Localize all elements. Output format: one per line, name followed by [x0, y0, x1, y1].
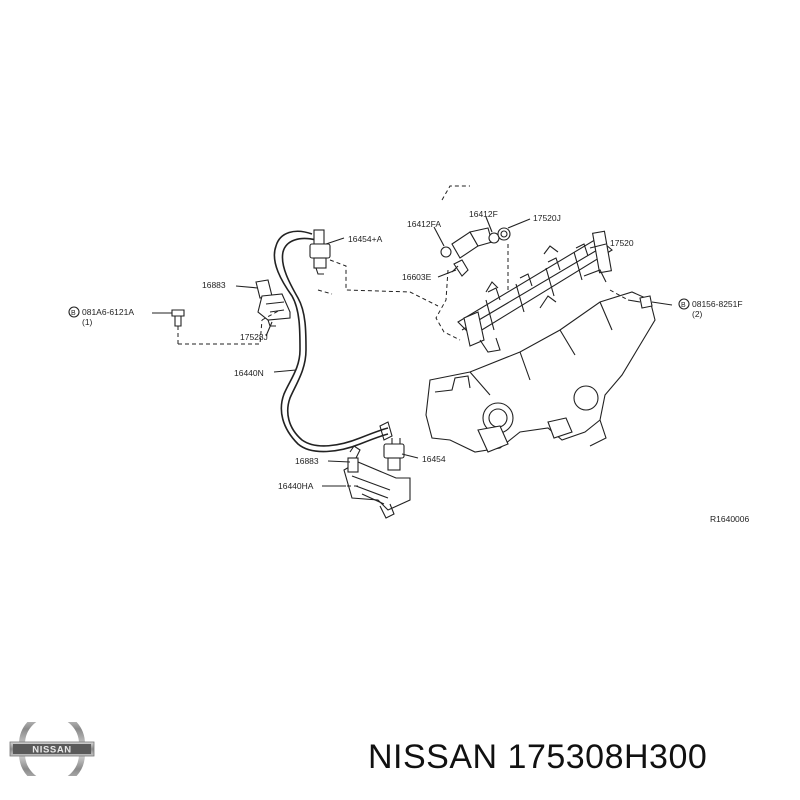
label-17520: 17520	[610, 238, 634, 248]
bracket-17528j	[255, 279, 291, 327]
bracket-16440ha	[343, 445, 411, 519]
label-16440ha: 16440HA	[278, 481, 314, 491]
bolt-right	[627, 295, 653, 309]
valve-16454a	[309, 229, 331, 275]
assembly-guides	[177, 185, 629, 487]
svg-text:NISSAN: NISSAN	[32, 745, 72, 756]
label-bolt-right-qty: (2)	[692, 309, 703, 319]
leader-lines	[152, 216, 673, 487]
fuel-rail	[457, 230, 613, 353]
bolt-marker-right: B	[678, 298, 690, 310]
svg-text:B: B	[681, 302, 686, 309]
label-16883-bottom: 16883	[295, 456, 319, 466]
label-17520j: 17520J	[533, 213, 561, 223]
label-16454a: 16454+A	[348, 234, 383, 244]
fuel-connector	[440, 227, 511, 277]
label-bolt-left: 081A6-6121A	[82, 307, 134, 317]
bolt-left	[171, 309, 185, 327]
label-17528j: 17528J	[240, 332, 268, 342]
svg-text:B: B	[71, 310, 76, 317]
label-16454: 16454	[422, 454, 446, 464]
label-bolt-left-qty: (1)	[82, 317, 93, 327]
label-16412fa: 16412FA	[407, 219, 441, 229]
valve-16454	[383, 438, 405, 471]
label-16883-top: 16883	[202, 280, 226, 290]
nissan-logo: NISSAN	[9, 722, 95, 776]
label-bolt-right: 08156-8251F	[692, 299, 743, 309]
label-16412f: 16412F	[469, 209, 498, 219]
label-ref-code: R1640006	[710, 514, 750, 524]
vapor-hose	[273, 230, 393, 453]
label-16603e: 16603E	[402, 272, 432, 282]
bolt-marker-left: B	[68, 306, 80, 318]
intake-manifold	[425, 291, 656, 453]
label-16440n: 16440N	[234, 368, 264, 378]
part-title: NISSAN 175308H300	[368, 738, 708, 776]
